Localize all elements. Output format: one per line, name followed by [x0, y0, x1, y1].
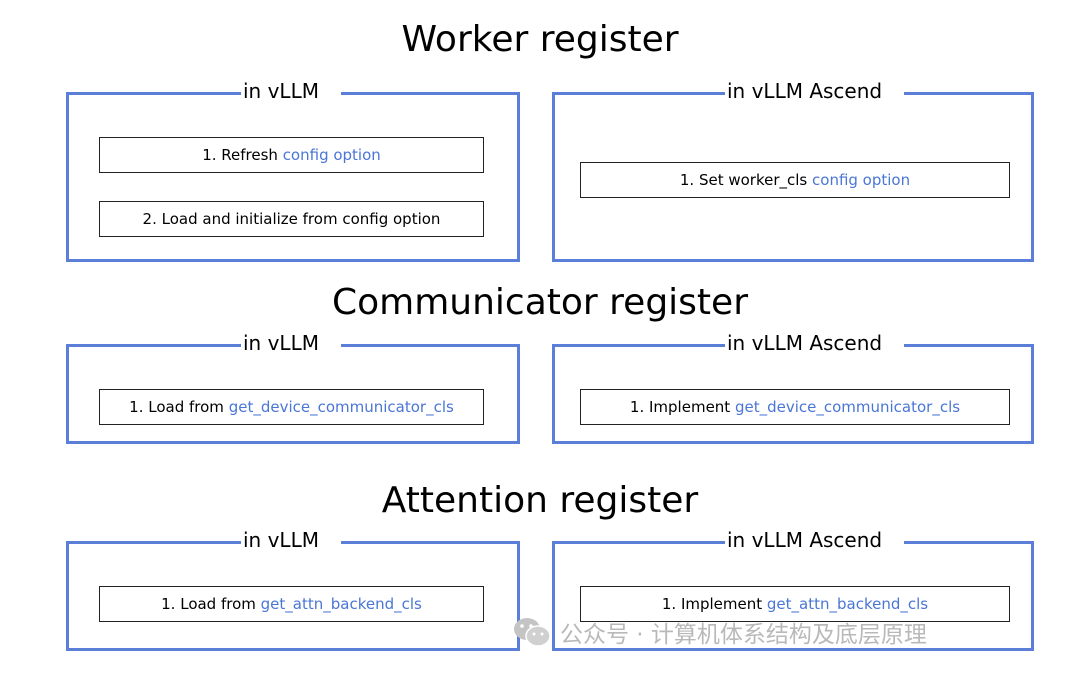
- step-highlight: config option: [282, 146, 381, 164]
- step-box: 1. Refresh config option: [99, 137, 484, 173]
- group-label: in vLLM: [241, 331, 341, 355]
- step-box: 1. Set worker_cls config option: [580, 162, 1010, 198]
- step-box: 1. Load from get_attn_backend_cls: [99, 586, 484, 622]
- step-box: 1. Implement get_attn_backend_cls: [580, 586, 1010, 622]
- worker-vllm-group: in vLLM 1. Refresh config option 2. Load…: [66, 79, 520, 262]
- communicator-ascend-group: in vLLM Ascend 1. Implement get_device_c…: [552, 331, 1034, 444]
- step-text: 1. Load from: [129, 398, 229, 416]
- group-label: in vLLM: [241, 528, 341, 552]
- section-title-worker: Worker register: [401, 19, 679, 60]
- step-text: 1. Implement: [661, 595, 767, 613]
- watermark: 公众号 · 计算机体系结构及底层原理: [512, 612, 927, 652]
- step-text: 1. Implement: [629, 398, 735, 416]
- step-box: 1. Implement get_device_communicator_cls: [580, 389, 1010, 425]
- step-text: 1. Load from: [161, 595, 261, 613]
- attention-vllm-group: in vLLM 1. Load from get_attn_backend_cl…: [66, 528, 520, 651]
- group-label: in vLLM: [241, 79, 341, 103]
- section-title-attention: Attention register: [381, 480, 699, 521]
- step-text: 2. Load and initialize from config optio…: [142, 210, 441, 228]
- group-label: in vLLM Ascend: [725, 331, 905, 355]
- worker-ascend-group: in vLLM Ascend 1. Set worker_cls config …: [552, 79, 1034, 262]
- step-highlight: get_device_communicator_cls: [228, 398, 454, 416]
- group-label: in vLLM Ascend: [725, 79, 905, 103]
- step-highlight: get_device_communicator_cls: [734, 398, 961, 416]
- communicator-vllm-group: in vLLM 1. Load from get_device_communic…: [66, 331, 520, 444]
- step-highlight: get_attn_backend_cls: [260, 595, 422, 613]
- attention-ascend-group: in vLLM Ascend 1. Implement get_attn_bac…: [552, 528, 1034, 651]
- step-text: 1. Refresh: [202, 146, 283, 164]
- step-box: 1. Load from get_device_communicator_cls: [99, 389, 484, 425]
- step-highlight: config option: [812, 171, 911, 189]
- wechat-icon: [514, 618, 551, 647]
- step-box: 2. Load and initialize from config optio…: [99, 201, 484, 237]
- watermark-text: 公众号 · 计算机体系结构及底层原理: [560, 622, 927, 648]
- group-label: in vLLM Ascend: [725, 528, 905, 552]
- step-text: 1. Set worker_cls: [679, 171, 813, 189]
- step-highlight: get_attn_backend_cls: [766, 595, 929, 613]
- section-title-communicator: Communicator register: [331, 282, 748, 323]
